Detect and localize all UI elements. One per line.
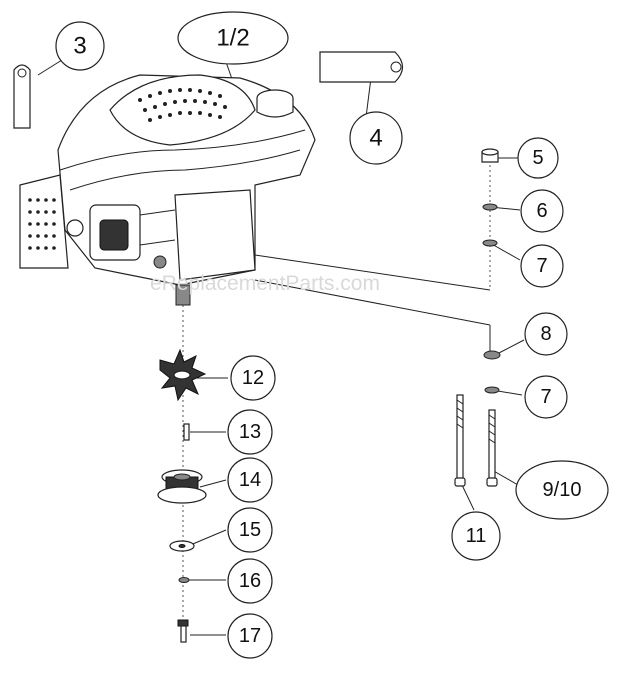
callout-16: 16 [227,558,273,604]
part-9-10-bolt [486,409,498,487]
callout-13: 13 [227,409,273,455]
callout-7b: 7 [524,375,568,419]
part-13-pin [183,423,190,441]
callout-14-label: 14 [239,469,261,491]
callout-7a-label: 7 [536,255,547,277]
part-15-washer [169,540,195,552]
callout-9-10: 9/10 [515,460,609,520]
part-8-washer [483,350,501,360]
leader-lines [37,59,525,636]
part-14-pulley [157,469,207,504]
part-6-washer [482,203,498,211]
callout-13-label: 13 [239,421,261,443]
callout-5: 5 [517,137,559,179]
callout-5-label: 5 [532,147,543,169]
callout-15-label: 15 [239,519,261,541]
callout-3-label: 3 [73,33,86,60]
part-4-label [319,51,404,83]
callout-1-2-label: 1/2 [216,25,249,52]
callout-11-label: 11 [466,525,487,547]
part-17-bolt [177,619,189,643]
callout-6-label: 6 [536,200,547,222]
part-7-washer [482,239,498,247]
part-12-impeller [159,348,207,402]
callout-9-10-label: 9/10 [543,479,582,501]
callout-6: 6 [520,189,564,233]
callout-14: 14 [227,457,273,503]
engine-assembly [19,74,316,306]
part-3-tag [13,64,31,129]
callout-16-label: 16 [239,570,261,592]
callout-4: 4 [349,111,403,165]
callout-15: 15 [227,507,273,553]
callout-4-label: 4 [369,125,382,152]
callout-12-label: 12 [242,367,264,389]
callout-3: 3 [55,21,105,71]
part-5-bolt [481,148,499,163]
callout-11: 11 [451,511,501,561]
part-11-long-bolt [454,394,466,487]
callout-12: 12 [230,355,276,401]
callout-7a: 7 [520,244,564,288]
callout-7b-label: 7 [540,386,551,408]
part-7b-washer [484,386,500,394]
watermark-text: eReplacementParts.com [150,272,380,295]
callout-1-2: 1/2 [177,11,289,65]
callout-8-label: 8 [540,323,551,345]
callout-17: 17 [227,613,273,659]
part-16-lock-washer [178,577,190,583]
callout-17-label: 17 [239,625,261,647]
callout-8: 8 [524,312,568,356]
